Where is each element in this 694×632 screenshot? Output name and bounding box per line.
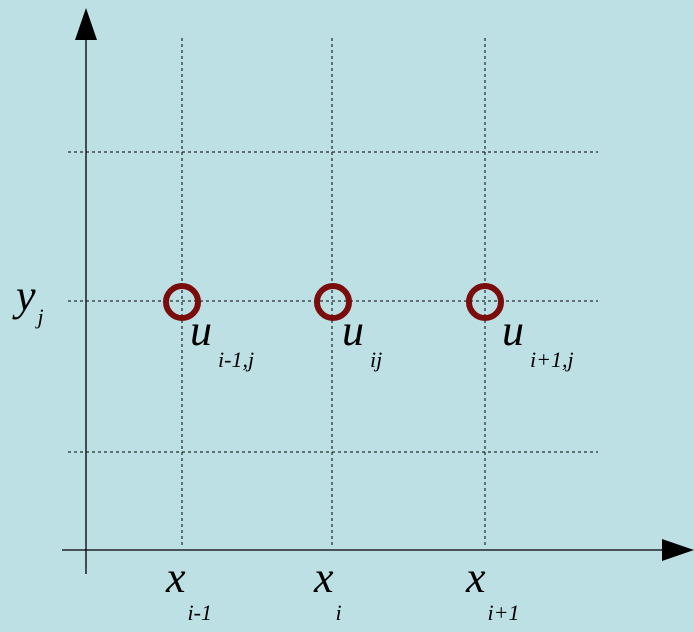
node-u-ij [314, 283, 352, 321]
nodes [163, 283, 504, 321]
x-label-i: xi [313, 553, 342, 625]
x-label-i-1: xi-1 [165, 553, 212, 625]
node-label-u-i-1-j: ui-1,j [190, 306, 254, 372]
node-label-u-ij: uij [342, 306, 382, 372]
y-axis-arrowhead [75, 8, 97, 40]
node-u-i-1-j [163, 283, 201, 321]
node-u-i+1-j [466, 283, 504, 321]
node-label-u-i+1-j: ui+1,j [502, 306, 574, 372]
grid [68, 38, 598, 548]
x-label-i+1: xi+1 [465, 553, 520, 625]
x-axis-arrowhead [662, 539, 694, 561]
axes [62, 38, 672, 574]
y-label: yj [12, 271, 44, 329]
